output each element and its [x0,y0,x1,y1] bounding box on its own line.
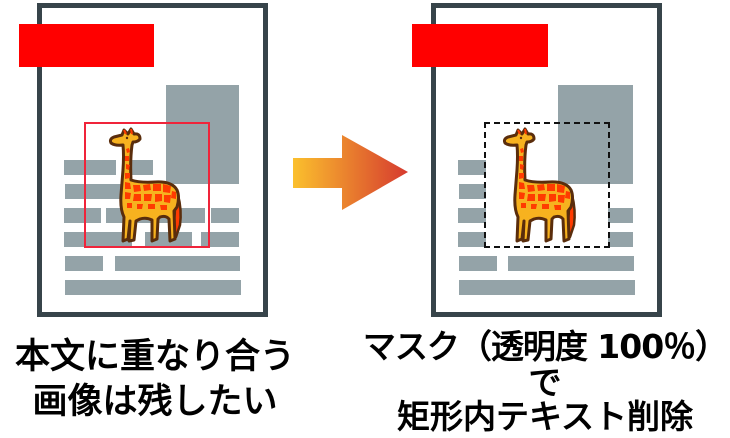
page-before-figure-block [166,85,239,184]
giraffe-illustration-before [108,127,182,243]
text-line [508,256,634,271]
text-line [459,184,486,199]
caption-before-line1: 本文に重なり合う [14,337,295,377]
text-line [608,232,633,247]
text-line [65,184,121,199]
text-line [458,160,486,175]
text-line [65,256,103,271]
text-line [608,208,633,223]
text-line [211,208,239,223]
text-line [65,280,241,295]
text-line [64,160,116,175]
caption-after-line1: マスク（透明度 100％） [362,327,728,366]
image-selection-rect [84,122,210,248]
text-line [115,256,240,271]
mask-rect-border [484,122,610,248]
text-line [458,208,486,223]
caption-after-line3: 矩形内テキスト削除 [396,397,693,436]
text-line [458,232,486,247]
text-line [201,232,239,247]
arrow-right-icon [293,135,408,210]
page-before-title-block [19,24,154,67]
caption-after-line2: で [528,363,562,402]
text-line [64,232,132,247]
text-line [64,208,101,223]
caption-before-line2: 画像は残したい [32,382,278,422]
giraffe-illustration-after [502,127,576,243]
page-after-title-block [412,24,548,67]
page-after-figure-block [558,85,633,184]
text-line [459,256,497,271]
text-line [459,280,635,295]
